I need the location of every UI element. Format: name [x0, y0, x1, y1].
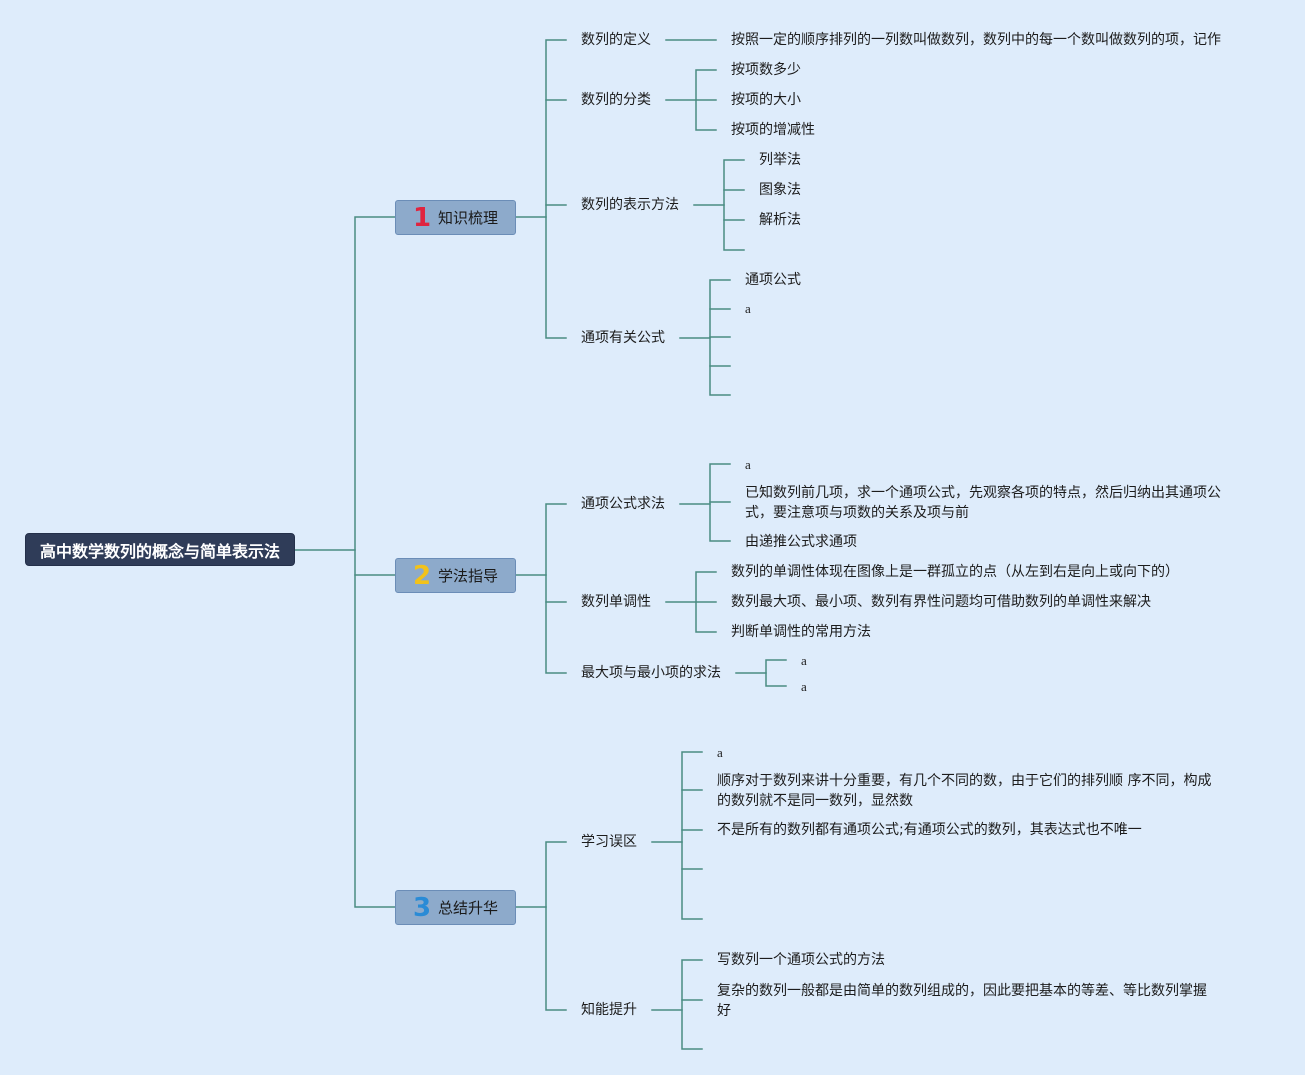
node-max-min-bounded[interactable]: 数列最大项、最小项、数列有界性问题均可借助数列的单调性来解决 [731, 594, 1151, 610]
branch-label: 总结升华 [438, 899, 499, 917]
node-monotonicity[interactable]: 数列单调性 [581, 594, 651, 610]
node-skill-improvement[interactable]: 知能提升 [581, 1002, 637, 1018]
branch-number-3: 3 [412, 892, 432, 923]
node-text-line: 顺序对于数列来讲十分重要，有几个不同的数，由于它们的排列顺 序不同，构成 [717, 773, 1212, 789]
connector-mistakes-spine [681, 751, 703, 920]
connector-group [294, 39, 787, 1050]
node-sequence-classification[interactable]: 数列的分类 [581, 92, 651, 108]
node-monotonic-graph[interactable]: 数列的单调性体现在图像上是一群孤立的点（从左到右是向上或向下的） [731, 564, 1179, 580]
node-text-line: 的数列就不是同一数列，显然数 [717, 793, 913, 809]
node-max-min-a-1[interactable]: a [801, 653, 807, 668]
node-formula-method[interactable]: 解析法 [759, 212, 801, 228]
node-representation-methods[interactable]: 数列的表示方法 [581, 197, 679, 213]
node-by-term-size[interactable]: 按项的大小 [731, 92, 801, 108]
node-common-mistakes[interactable]: 学习误区 [581, 834, 637, 850]
branch-label: 学法指导 [438, 567, 499, 585]
node-text-line: 已知数列前几项，求一个通项公式，先观察各项的特点，然后归纳出其通项公 [745, 485, 1221, 501]
node-mistakes-a[interactable]: a [717, 745, 723, 760]
node-monotonic-methods[interactable]: 判断单调性的常用方法 [731, 624, 871, 640]
connector-skills-spine [681, 959, 703, 1050]
connector-branch-2-spine [545, 503, 567, 674]
node-from-first-terms[interactable]: 已知数列前几项，求一个通项公式，先观察各项的特点，然后归纳出其通项公 式，要注意… [745, 483, 1221, 523]
connector-representation-spine [723, 159, 745, 251]
node-sequence-definition[interactable]: 数列的定义 [581, 32, 651, 48]
node-listing-method[interactable]: 列举法 [759, 152, 801, 168]
node-graph-method[interactable]: 图象法 [759, 182, 801, 198]
node-from-recurrence[interactable]: 由递推公式求通项 [745, 534, 857, 550]
node-formula-a[interactable]: a [745, 301, 751, 316]
connector-trunk [354, 216, 396, 908]
node-write-formula-method[interactable]: 写数列一个通项公式的方法 [717, 952, 885, 968]
node-by-monotonicity[interactable]: 按项的增减性 [731, 122, 815, 138]
branch-study-guidance[interactable]: 2 学法指导 [395, 558, 516, 593]
branch-number-1: 1 [412, 202, 432, 233]
branch-label: 知识梳理 [438, 209, 499, 227]
node-by-term-count[interactable]: 按项数多少 [731, 62, 801, 78]
connector-branch-3-spine [545, 841, 567, 1011]
node-finding-general-term[interactable]: 通项公式求法 [581, 496, 665, 512]
node-text-line: 复杂的数列一般都是由简单的数列组成的，因此要把基本的等差、等比数列掌握 [717, 983, 1207, 999]
node-text-line: 式，要注意项与项数的关系及项与前 [745, 505, 969, 521]
node-general-term-formula[interactable]: 通项公式 [745, 272, 801, 288]
node-complex-sequences[interactable]: 复杂的数列一般都是由简单的数列组成的，因此要把基本的等差、等比数列掌握 好 [717, 981, 1207, 1021]
node-general-term-formulas[interactable]: 通项有关公式 [581, 330, 665, 346]
connector-branch-1-spine [545, 39, 567, 339]
node-max-min-terms[interactable]: 最大项与最小项的求法 [581, 665, 721, 681]
node-definition-text[interactable]: 按照一定的顺序排列的一列数叫做数列，数列中的每一个数叫做数列的项，记作 [731, 32, 1221, 48]
node-not-unique-formula[interactable]: 不是所有的数列都有通项公式;有通项公式的数列，其表达式也不唯一 [717, 822, 1142, 838]
branch-knowledge-review[interactable]: 1 知识梳理 [395, 200, 516, 235]
node-text-line: 好 [717, 1003, 731, 1019]
node-order-matters[interactable]: 顺序对于数列来讲十分重要，有几个不同的数，由于它们的排列顺 序不同，构成 的数列… [717, 771, 1211, 811]
node-finding-a[interactable]: a [745, 457, 751, 472]
node-max-min-a-2[interactable]: a [801, 679, 807, 694]
branch-summary[interactable]: 3 总结升华 [395, 890, 516, 925]
branch-number-2: 2 [412, 560, 432, 591]
connector-max-min-spine [765, 659, 787, 687]
root-topic[interactable]: 高中数学数列的概念与简单表示法 [25, 533, 295, 566]
